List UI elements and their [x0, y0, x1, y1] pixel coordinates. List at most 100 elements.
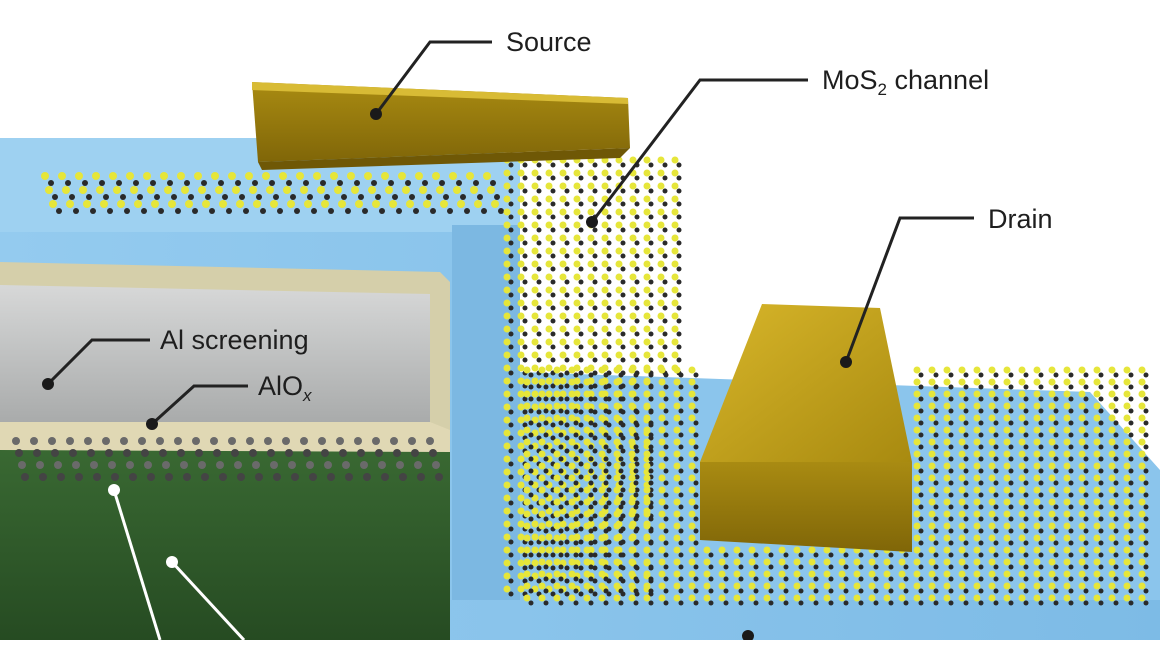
lattice-atom [748, 570, 756, 578]
lattice-atom [603, 576, 609, 582]
lattice-atom [1023, 516, 1029, 522]
lattice-atom [973, 426, 981, 434]
lattice-atom [888, 552, 894, 558]
lattice-atom [235, 180, 241, 186]
lattice-atom [1143, 516, 1149, 522]
lattice-atom [1128, 372, 1134, 378]
lattice-atom [603, 564, 609, 570]
lattice-atom [663, 552, 669, 558]
lattice-atom [948, 420, 954, 426]
lattice-atom [1008, 588, 1014, 594]
lattice-atom [618, 444, 624, 450]
lattice-atom [933, 480, 939, 486]
lattice-atom [1038, 372, 1044, 378]
lattice-atom [1003, 378, 1011, 386]
lattice-atom [988, 522, 996, 530]
lattice-atom [898, 582, 906, 590]
lattice-atom [629, 325, 637, 333]
lattice-atom [1053, 492, 1059, 498]
lattice-atom [243, 208, 249, 214]
lattice-atom [978, 372, 984, 378]
lattice-atom [1098, 408, 1104, 414]
lattice-atom [615, 299, 623, 307]
lattice-atom [663, 528, 669, 534]
lattice-atom [753, 588, 759, 594]
lattice-atom [300, 186, 308, 194]
graphene-atom [417, 473, 425, 481]
lattice-atom [948, 528, 954, 534]
lattice-atom [1038, 552, 1044, 558]
lattice-atom [823, 594, 831, 602]
lattice-atom [628, 498, 636, 506]
lattice-atom [457, 200, 465, 208]
lattice-atom [868, 558, 876, 566]
lattice-atom [673, 402, 681, 410]
lattice-atom [843, 600, 849, 606]
lattice-atom [1068, 384, 1074, 390]
lattice-atom [662, 227, 668, 233]
lattice-atom [1048, 558, 1056, 566]
lattice-atom [798, 576, 804, 582]
lattice-atom [648, 576, 654, 582]
lattice-atom [918, 504, 924, 510]
lattice-atom [100, 200, 108, 208]
lattice-atom [648, 528, 654, 534]
lattice-atom [1108, 402, 1116, 410]
lattice-atom [1068, 396, 1074, 402]
lattice-atom [603, 600, 609, 606]
lattice-atom [592, 474, 598, 480]
lattice-atom [508, 318, 514, 324]
lattice-atom [928, 402, 936, 410]
lattice-atom [1123, 378, 1131, 386]
lattice-atom [553, 426, 561, 434]
lattice-atom [1128, 456, 1134, 462]
lattice-atom [628, 390, 636, 398]
lattice-atom [633, 600, 639, 606]
lattice-atom [270, 200, 278, 208]
lattice-atom [613, 522, 621, 530]
lattice-atom [606, 266, 612, 272]
lattice-atom [578, 370, 584, 376]
lattice-atom [573, 432, 579, 438]
lattice-atom [598, 426, 606, 434]
lattice-atom [1083, 384, 1089, 390]
lattice-atom [688, 402, 696, 410]
source-contact [252, 82, 630, 170]
lattice-atom [503, 221, 511, 229]
lattice-atom [708, 588, 714, 594]
lattice-atom [1063, 486, 1071, 494]
lattice-atom [598, 594, 606, 602]
lattice-atom [185, 200, 193, 208]
lattice-atom [676, 240, 682, 246]
lattice-atom [578, 240, 584, 246]
lattice-atom [304, 200, 312, 208]
lattice-atom [620, 357, 626, 363]
lattice-atom [598, 438, 606, 446]
lattice-atom [536, 409, 542, 415]
lattice-atom [633, 432, 639, 438]
lattice-atom [615, 260, 623, 268]
graphene-atom [102, 437, 110, 445]
lattice-atom [615, 351, 623, 359]
lattice-atom [603, 492, 609, 498]
lattice-atom [648, 372, 654, 378]
lattice-atom [913, 438, 921, 446]
lattice-atom [568, 390, 576, 398]
lattice-atom [543, 444, 549, 450]
lattice-atom [583, 366, 591, 374]
lattice-atom [558, 444, 564, 450]
lattice-atom [943, 366, 951, 374]
lattice-atom [277, 208, 283, 214]
lattice-atom [1113, 432, 1119, 438]
lattice-atom [657, 156, 665, 164]
lattice-atom [928, 498, 936, 506]
lattice-atom [1038, 456, 1044, 462]
lattice-atom [592, 305, 598, 311]
lattice-atom [578, 344, 584, 350]
lattice-atom [1128, 588, 1134, 594]
lattice-atom [1033, 474, 1041, 482]
lattice-atom [559, 260, 567, 268]
lattice-atom [1003, 498, 1011, 506]
lattice-atom [503, 481, 511, 489]
lattice-atom [1048, 390, 1056, 398]
